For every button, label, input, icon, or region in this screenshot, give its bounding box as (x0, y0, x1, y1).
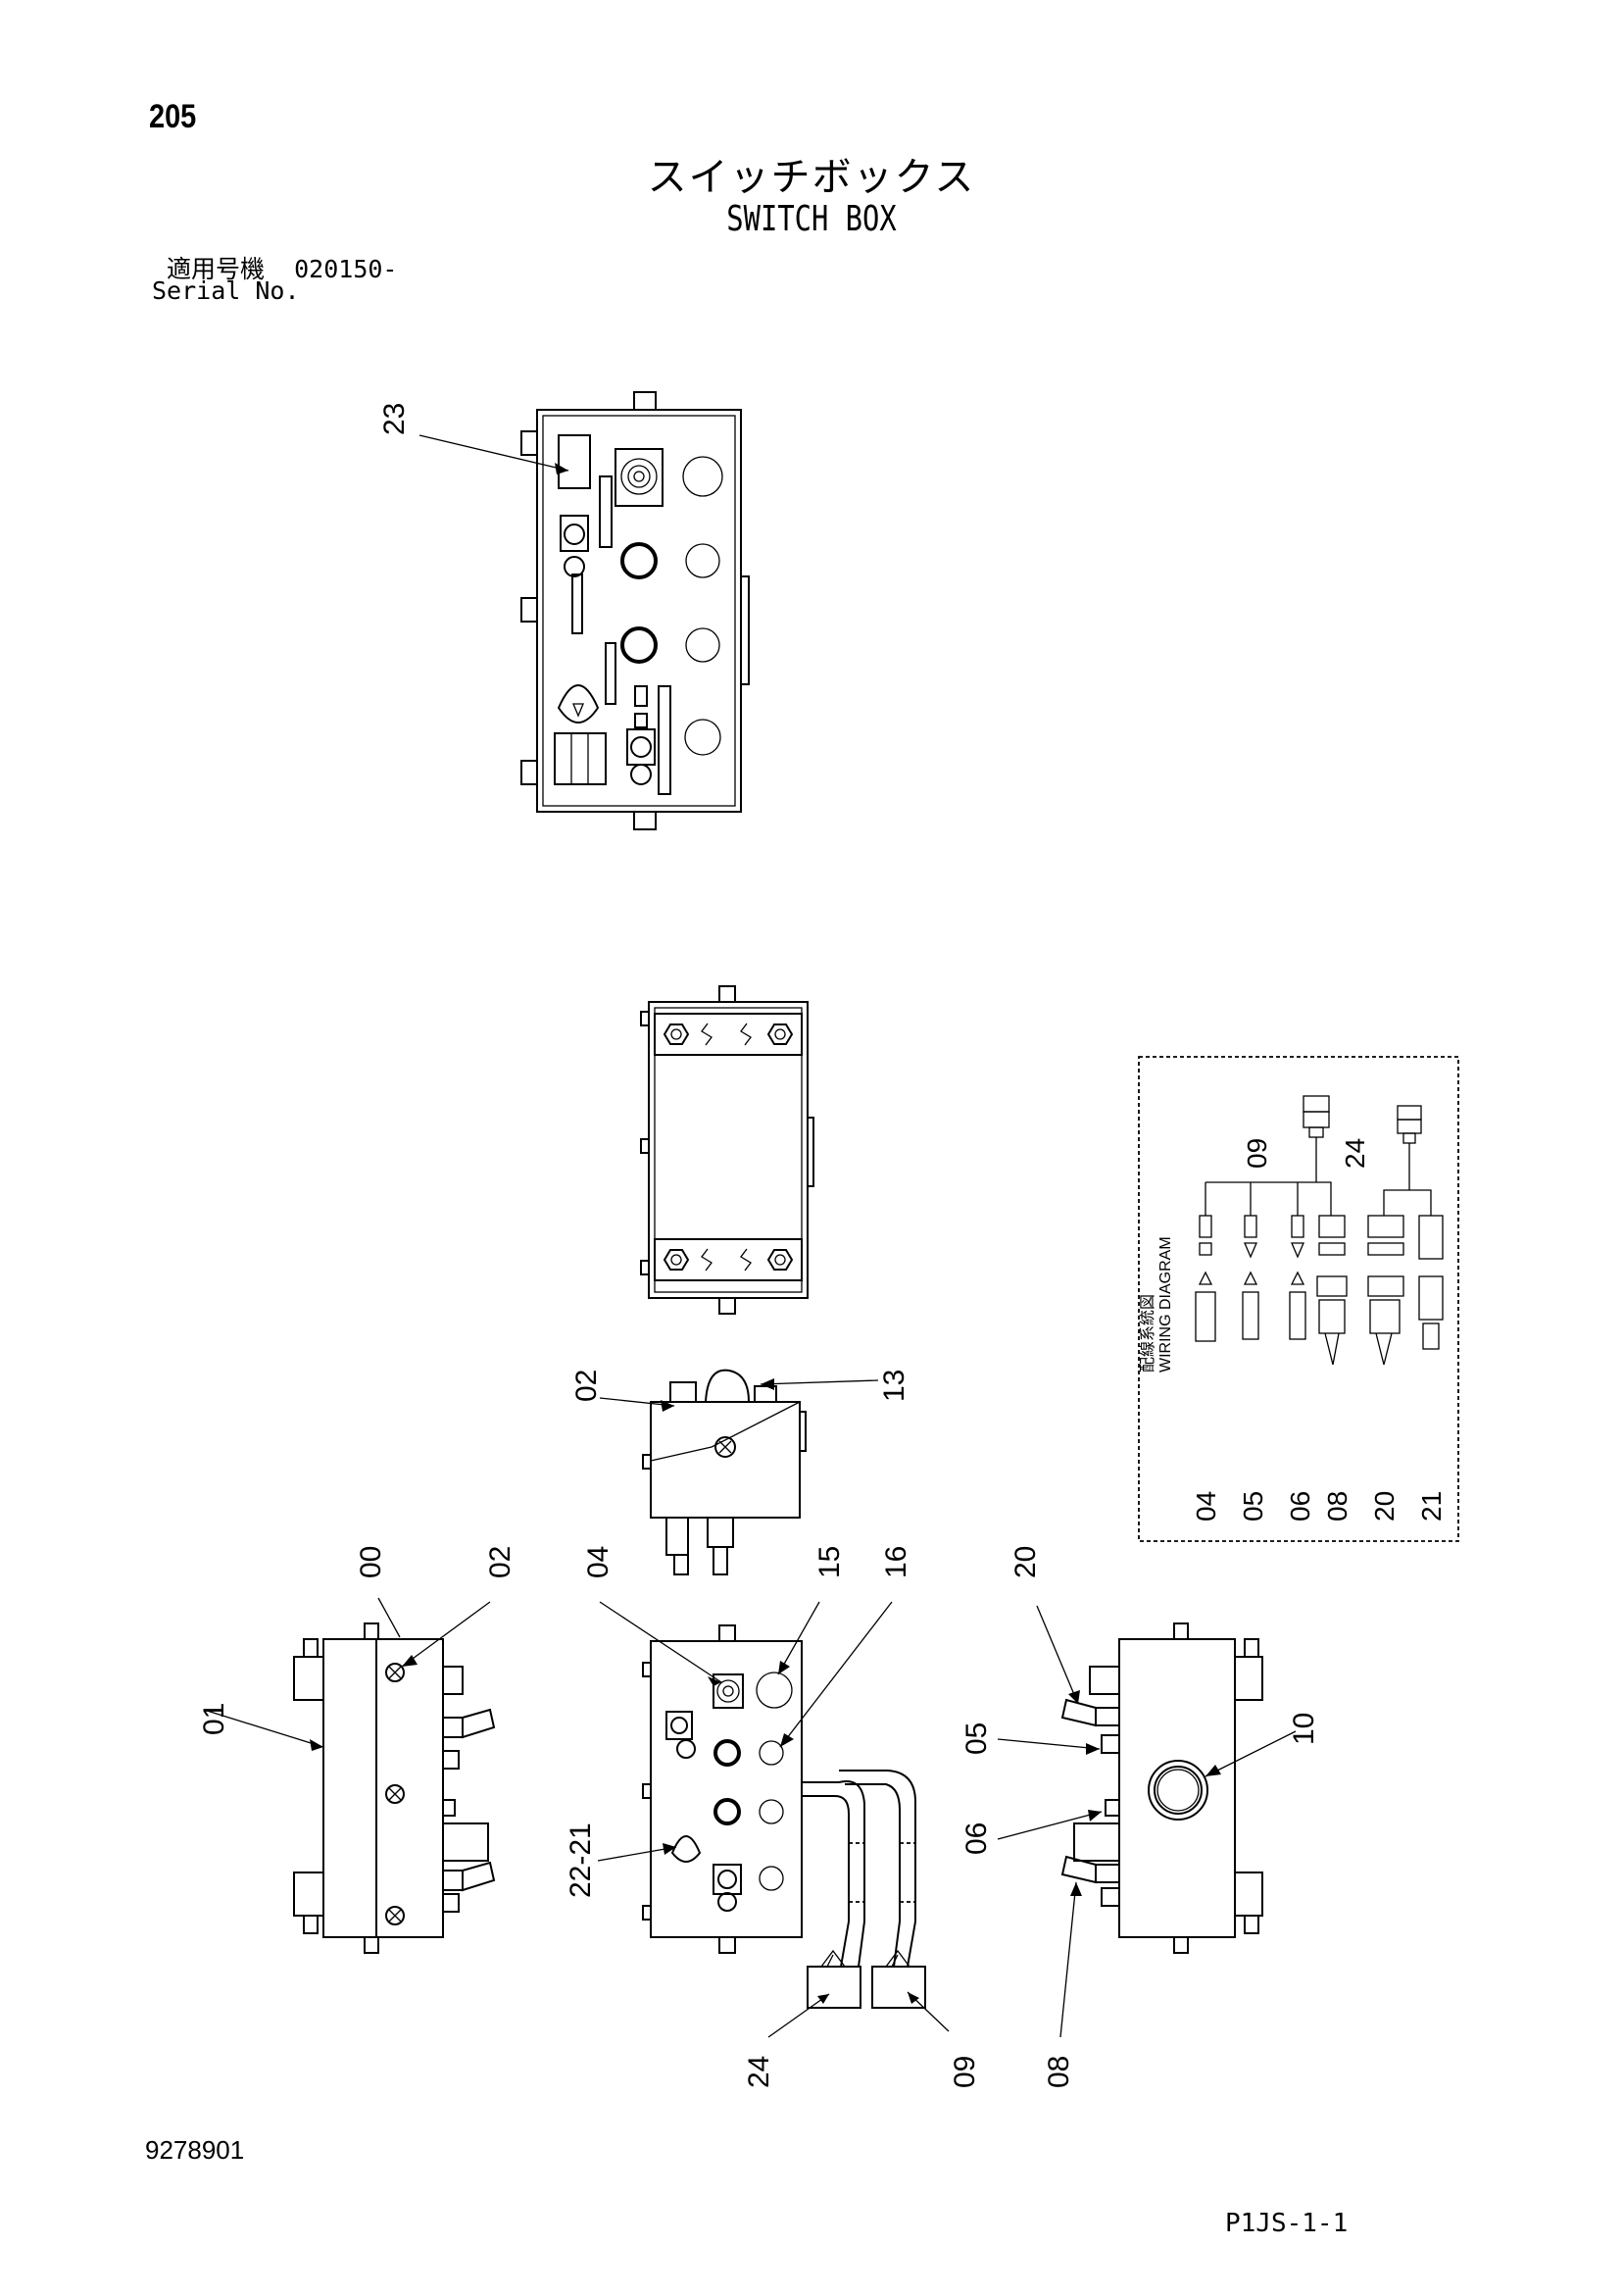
wiring-item-20: 20 (1369, 1491, 1400, 1522)
leader-21 (597, 1846, 677, 1862)
leader-08 (1059, 1881, 1077, 2038)
page-title-en: SWITCH BOX (726, 199, 897, 239)
wiring-item-08: 08 (1322, 1491, 1352, 1522)
callout-22-21: 22-21 (565, 1822, 597, 1898)
callout-24: 24 (743, 2056, 775, 2088)
wiring-connector-24: 24 (1340, 1138, 1370, 1169)
page-title-ja: スイッチボックス (647, 155, 976, 200)
wiring-item-21: 21 (1416, 1491, 1447, 1522)
serial-label-ja: 適用号機 (167, 255, 266, 283)
callout-10: 10 (1288, 1713, 1320, 1745)
page-code: P1JS-1-1 (1225, 2209, 1349, 2238)
serial-line: 適用号機 020150- (167, 250, 397, 285)
leader-10 (1205, 1730, 1297, 1777)
leader-00 (377, 1597, 401, 1638)
leader-15 (777, 1601, 820, 1675)
wiring-item-06: 06 (1285, 1491, 1315, 1522)
serial-label-en: Serial No. (152, 276, 300, 305)
leader-20 (1036, 1605, 1079, 1705)
wiring-item-04: 04 (1191, 1491, 1221, 1522)
wiring-title-ja: 配線系統図 (1139, 1294, 1156, 1373)
wiring-connector-09: 09 (1242, 1138, 1272, 1169)
switch-box-left-view (293, 1622, 496, 1954)
callout-02: 02 (484, 1546, 516, 1578)
callout-02-side: 02 (570, 1370, 603, 1402)
doc-number: 9278901 (145, 2135, 245, 2165)
serial-value: 020150- (294, 255, 398, 283)
callout-15: 15 (813, 1546, 846, 1578)
leader-24 (767, 1993, 830, 2038)
callout-20: 20 (1009, 1546, 1042, 1578)
leader-16 (779, 1601, 893, 1748)
callout-16: 16 (880, 1546, 912, 1578)
switch-box-side-view (642, 1369, 807, 1575)
leader-13 (760, 1379, 879, 1385)
callout-23: 23 (378, 403, 411, 435)
page-number: 205 (149, 98, 197, 135)
callout-05: 05 (960, 1722, 993, 1755)
wiring-item-05: 05 (1238, 1491, 1268, 1522)
callout-09: 09 (949, 2056, 981, 2088)
switch-box-front-view (642, 1624, 926, 2009)
wiring-title-en: WIRING DIAGRAM (1157, 1236, 1174, 1373)
leader-01 (203, 1709, 324, 1748)
callout-04: 04 (582, 1546, 615, 1578)
leader-06 (997, 1811, 1103, 1840)
switch-box-top-view (520, 391, 750, 830)
callout-00: 00 (355, 1546, 387, 1578)
callout-06: 06 (960, 1822, 993, 1855)
callout-08: 08 (1043, 2056, 1075, 2088)
switch-box-right-view (1060, 1622, 1263, 1954)
leader-23 (418, 434, 569, 472)
leader-05 (997, 1738, 1101, 1750)
wiring-diagram-box: WIRING DIAGRAM 配線系統図 09 24 (1138, 1056, 1459, 1542)
callout-01: 01 (198, 1703, 230, 1735)
switch-box-bottom-view (640, 985, 814, 1315)
callout-13: 13 (878, 1370, 910, 1402)
leader-04 (599, 1601, 722, 1683)
leader-02 (401, 1601, 491, 1668)
